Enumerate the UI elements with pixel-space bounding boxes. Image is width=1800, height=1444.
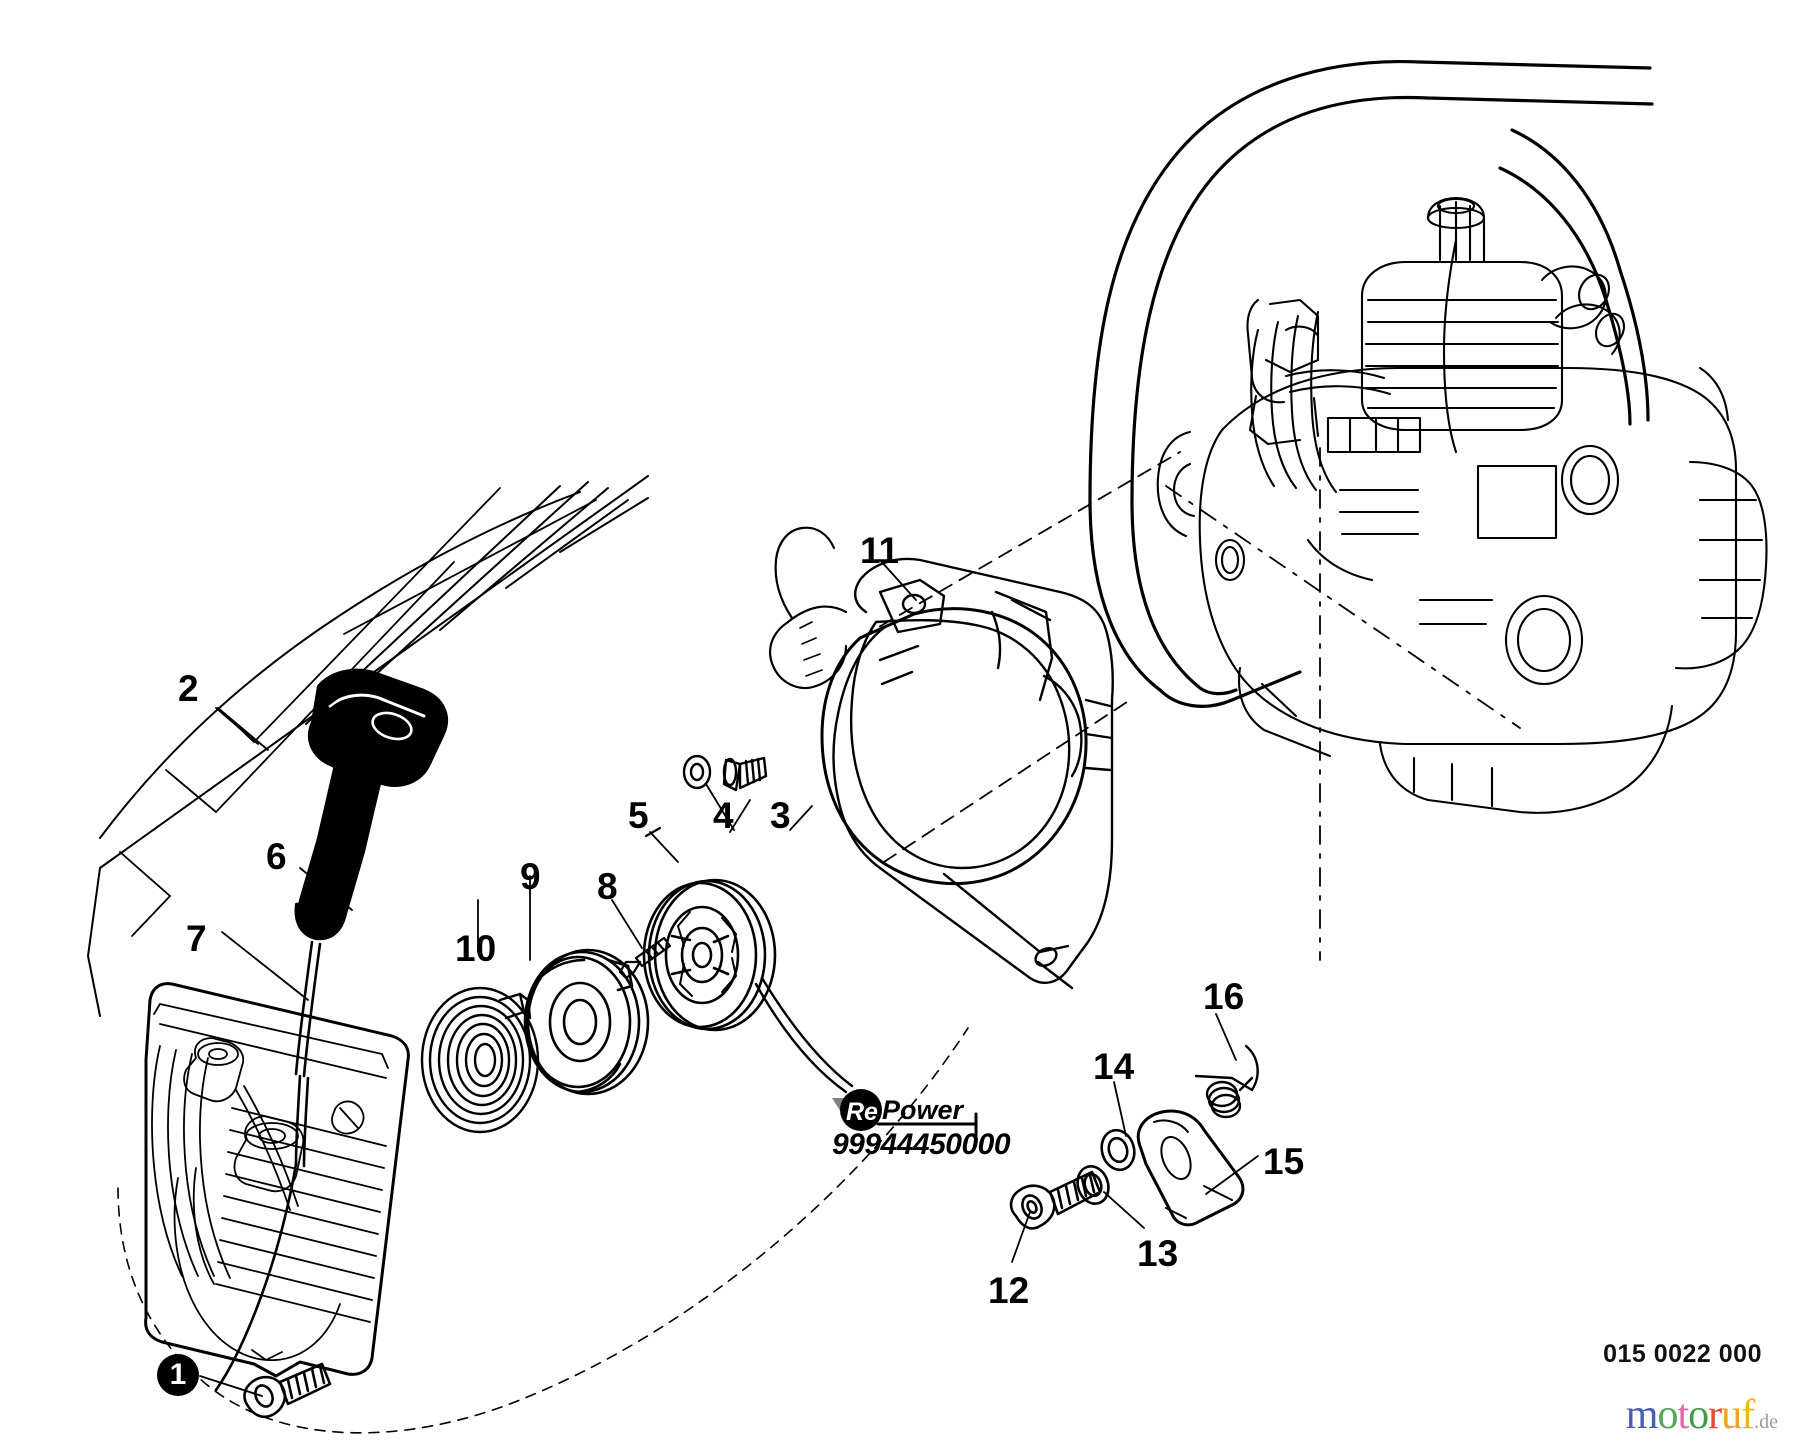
collar-item14-illustration: [1100, 1128, 1136, 1172]
washer-item13-illustration: [1076, 1165, 1110, 1205]
starter-case-body: [769, 526, 1114, 990]
brand-tld: .de: [1754, 1411, 1778, 1433]
repower-logo-svg: Re Power: [840, 1089, 965, 1131]
brand-letter-t: t: [1677, 1392, 1689, 1438]
repower-re-text: Re: [846, 1098, 878, 1126]
callout-7: 7: [186, 918, 207, 959]
friction-spring-illustration: [644, 826, 662, 838]
brand-letter-o1: o: [1657, 1392, 1678, 1438]
screw-item3-illustration: [722, 756, 768, 792]
engine-powerhead-illustration: [1088, 59, 1654, 708]
callout-11: 11: [860, 530, 900, 571]
repower-logo: Re Power: [838, 1088, 998, 1137]
callout-3: 3: [770, 795, 791, 836]
starter-cover-detail: [151, 1003, 389, 1361]
starter-grip-illustration: [294, 668, 449, 1078]
callout-10: 10: [455, 928, 497, 969]
sheet-number: 015 0022 000: [1603, 1340, 1762, 1368]
brand-letter-r: r: [1708, 1392, 1722, 1438]
callout-9: 9: [520, 856, 541, 897]
rewind-spring-illustration: [420, 986, 540, 1134]
callout-2: 2: [178, 668, 199, 709]
grouping-bracket: [87, 475, 649, 1017]
brand-letter-o2: o: [1688, 1392, 1709, 1438]
repower-power-text: Power: [882, 1095, 965, 1125]
leader-lines: [99, 447, 1521, 1434]
washer-item4-illustration: [682, 754, 712, 790]
starter-reel-illustration: [642, 878, 854, 1094]
brand-letter-m: m: [1625, 1392, 1659, 1438]
callout-14: 14: [1093, 1046, 1135, 1087]
callout-8: 8: [597, 866, 618, 907]
spring-item16-illustration: [1194, 1044, 1259, 1119]
screw-item1-illustration: [243, 1362, 332, 1419]
pawl-item15-illustration: [1136, 1109, 1245, 1227]
callout-1: 1: [157, 1354, 199, 1396]
motoruf-watermark: motoruf.de: [1626, 1394, 1778, 1436]
callout-16: 16: [1203, 976, 1245, 1017]
callout-4: 4: [713, 795, 734, 836]
repower-part-number: 99944450000: [832, 1128, 1011, 1161]
callout-15: 15: [1263, 1141, 1305, 1182]
engine-block-illustration: [1156, 196, 1768, 814]
callout-13: 13: [1137, 1233, 1179, 1274]
pawl-item15-detail: [1153, 1119, 1233, 1219]
starter-pulley-illustration: [523, 948, 650, 1096]
starter-cover-illustration: [144, 982, 410, 1378]
screw-item8-illustration: [618, 936, 672, 980]
starter-case-illustration: [820, 607, 1088, 886]
brand-letter-f: f: [1741, 1392, 1755, 1438]
callout-5: 5: [628, 795, 649, 836]
callout-6: 6: [266, 836, 287, 877]
brand-letter-u: u: [1721, 1392, 1742, 1438]
callout-12: 12: [988, 1270, 1030, 1311]
repower-rule: [876, 1112, 978, 1138]
